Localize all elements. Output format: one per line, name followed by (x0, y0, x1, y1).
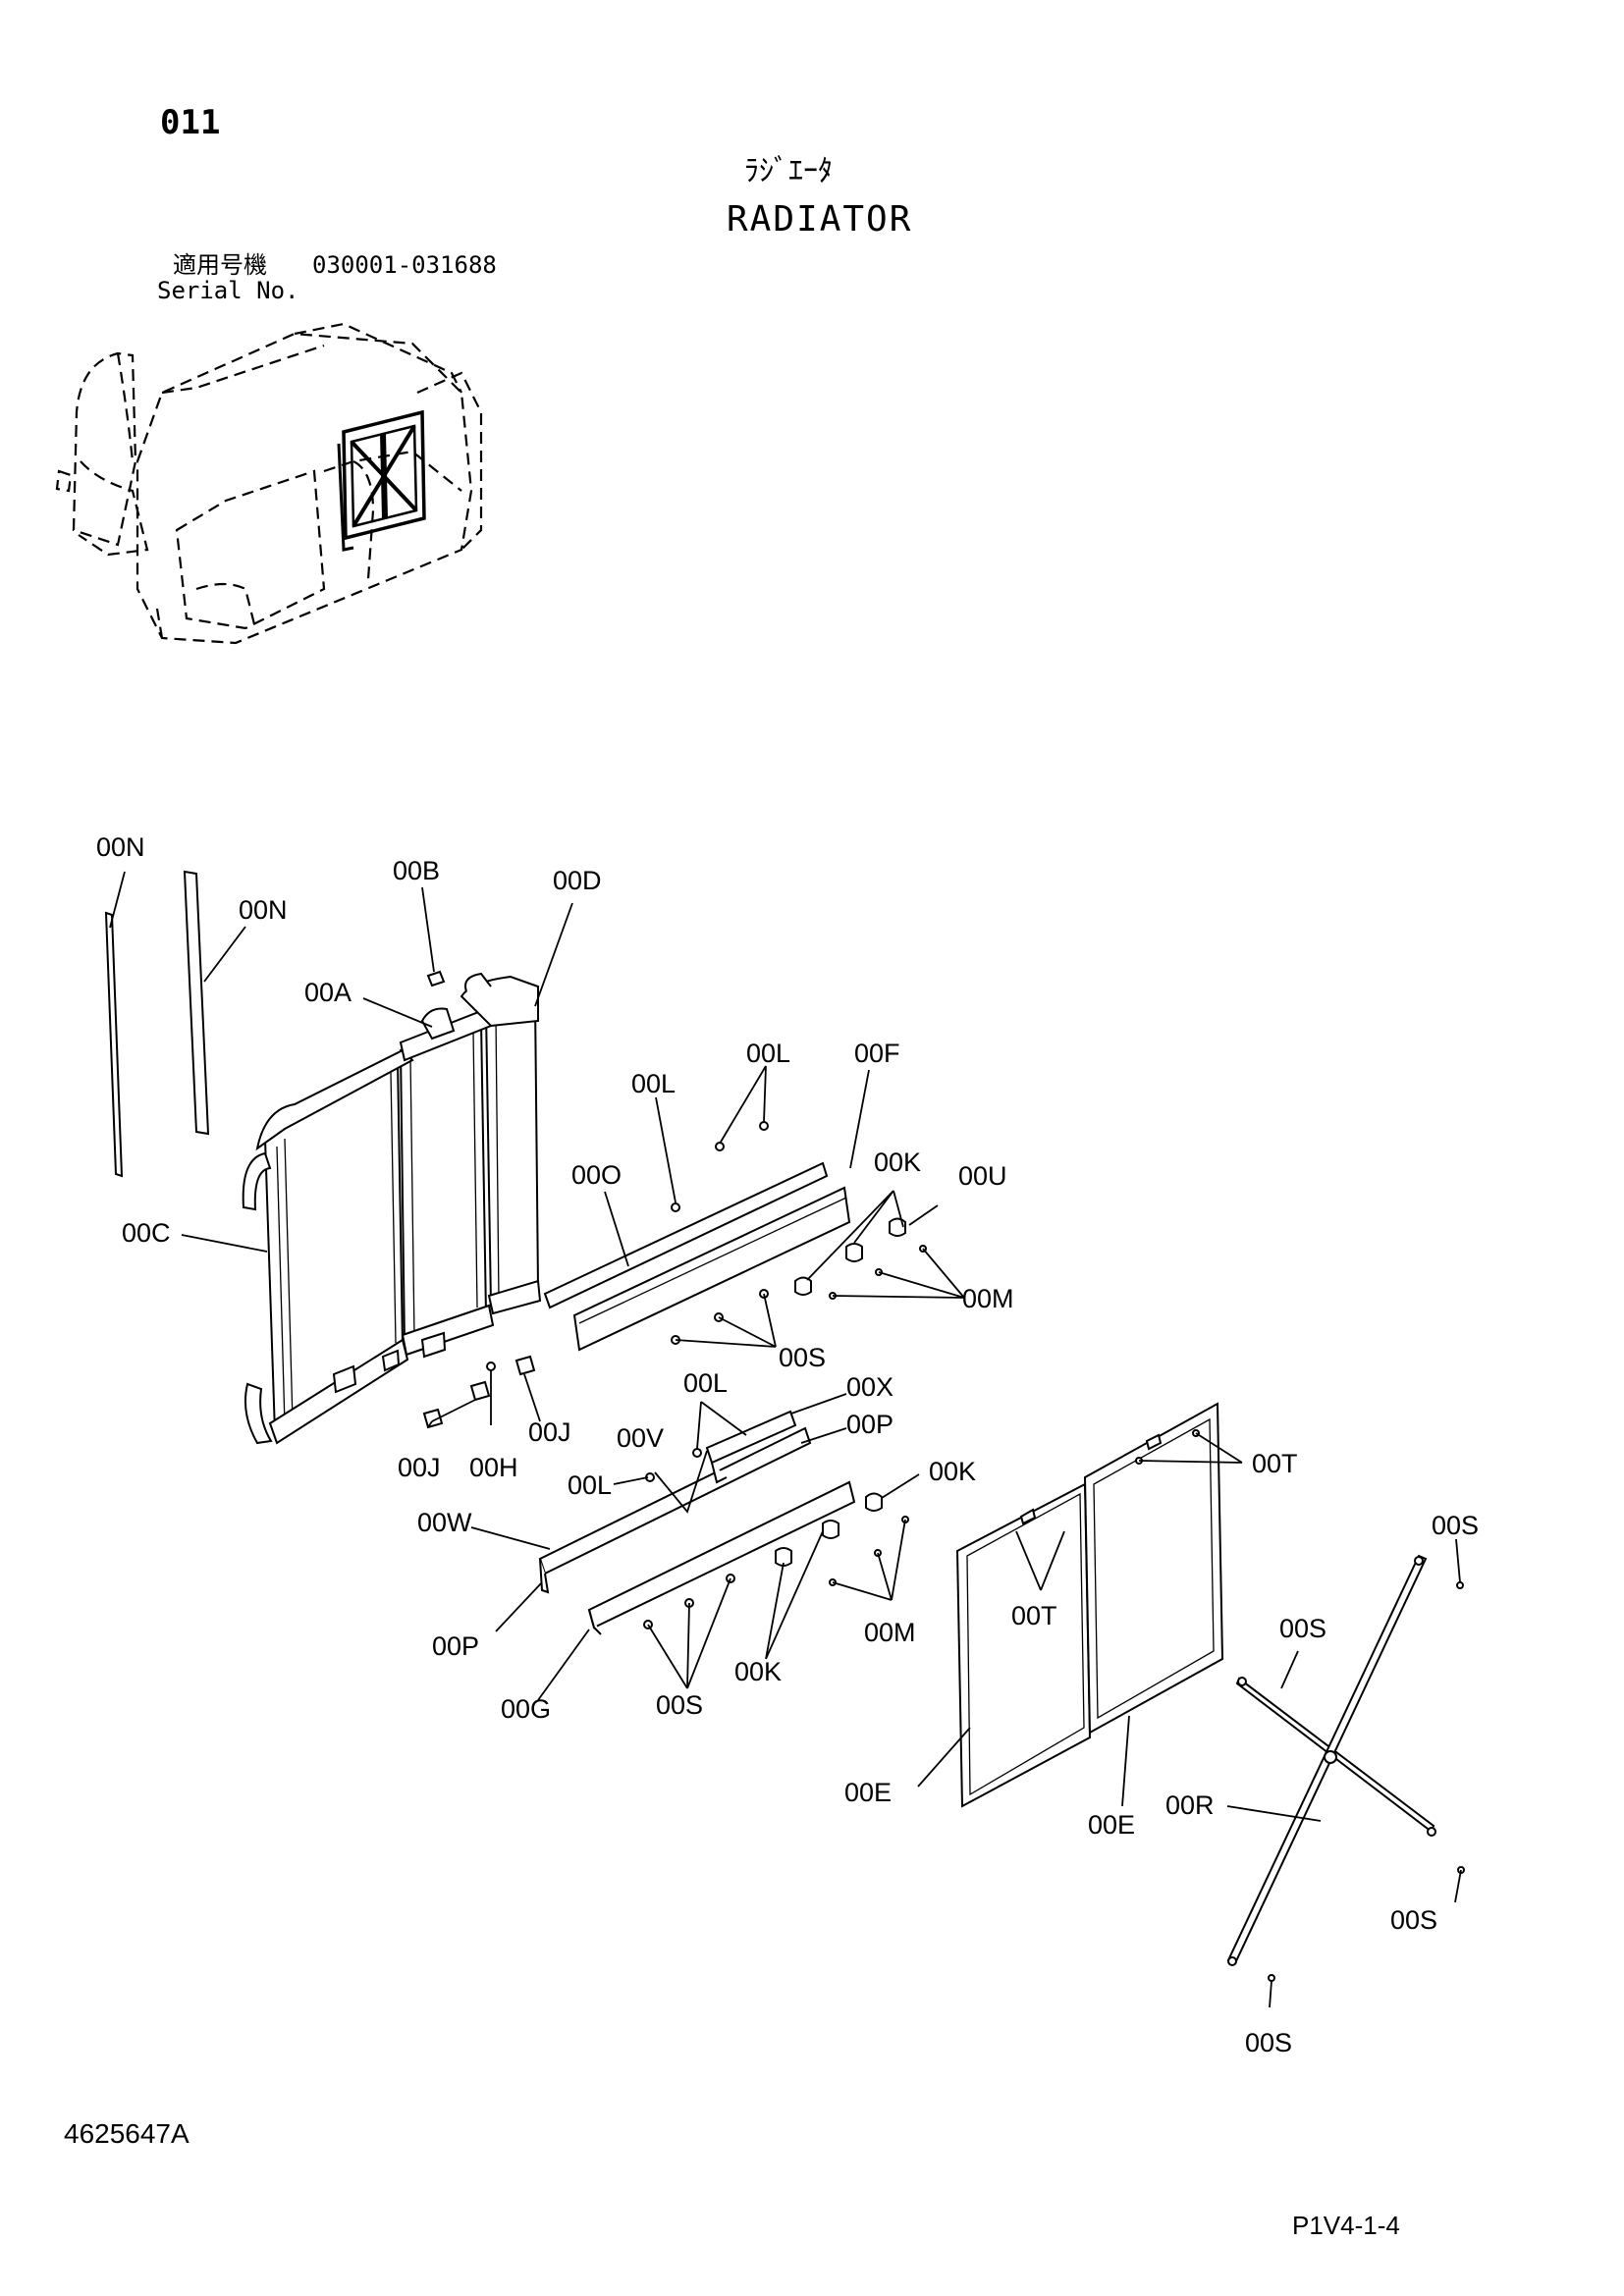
callout-00U: 00U (958, 1161, 1007, 1191)
callout-00P-1: 00P (846, 1410, 893, 1439)
page-number: 011 (160, 103, 221, 142)
callout-00K-3: 00K (734, 1657, 782, 1686)
callout-00E-2: 00E (1088, 1810, 1135, 1840)
callout-00S-3: 00S (1432, 1511, 1479, 1540)
callout-00C: 00C (122, 1218, 171, 1248)
serial-label-japanese: 適用号機 (173, 251, 267, 279)
callout-00T-1: 00T (1252, 1449, 1298, 1478)
callout-00N-left: 00N (96, 832, 145, 862)
machine-location-thumbnail (55, 322, 483, 645)
callout-00S-5: 00S (1390, 1905, 1437, 1935)
seal-strip-right (183, 870, 210, 1136)
mount-nuts (422, 1355, 536, 1429)
callout-00J-1: 00J (398, 1453, 441, 1482)
callout-00E-1: 00E (844, 1778, 892, 1807)
callout-00V: 00V (617, 1423, 664, 1453)
callout-00O: 00O (571, 1160, 622, 1190)
callout-00L-1: 00L (631, 1069, 676, 1098)
callout-00P-2: 00P (432, 1631, 479, 1661)
callout-00L-3: 00L (683, 1368, 728, 1398)
callout-00L-2: 00L (746, 1039, 790, 1068)
upper-bracket-group (543, 1121, 927, 1352)
screen-frame-right (1083, 1402, 1224, 1735)
callout-00D: 00D (553, 866, 602, 895)
seal-strip-left (104, 911, 124, 1178)
callout-00G: 00G (501, 1694, 551, 1724)
serial-label: Serial No. (157, 277, 299, 304)
callout-00F: 00F (854, 1039, 900, 1068)
callout-00K-1: 00K (874, 1148, 921, 1177)
page-reference: P1V4-1-4 (1292, 2211, 1400, 2240)
callout-00A: 00A (304, 978, 352, 1007)
radiator-location-highlight (337, 409, 426, 552)
radiator-core-assembly (242, 972, 542, 1445)
callout-00S-2: 00S (656, 1690, 703, 1720)
callout-labels: 00N 00N 00B 00D 00A 00C 00L 00L 00F 00O … (96, 832, 1479, 2057)
callout-00M-2: 00M (864, 1618, 916, 1647)
callout-00N-right: 00N (239, 895, 288, 925)
callout-00T-2: 00T (1011, 1601, 1057, 1630)
callout-00S-6: 00S (1245, 2028, 1292, 2057)
callout-00B: 00B (393, 856, 440, 885)
callout-00K-2: 00K (929, 1457, 976, 1486)
callout-00H: 00H (469, 1453, 518, 1482)
lower-bracket-group (538, 1410, 909, 1635)
serial-range: 030001-031688 (312, 251, 497, 279)
stay-cross (1226, 1554, 1465, 1982)
callout-00X: 00X (846, 1372, 893, 1402)
filler-cap (426, 970, 446, 988)
callout-00J-2: 00J (528, 1417, 571, 1447)
title-japanese: ﾗｼﾞｴｰﾀ (744, 154, 833, 188)
callout-00S-4: 00S (1279, 1614, 1326, 1643)
callout-00M-1: 00M (962, 1284, 1014, 1313)
callout-00W: 00W (417, 1508, 472, 1537)
callout-00L-4: 00L (568, 1470, 612, 1500)
screen-frame-left (955, 1482, 1092, 1808)
drawing-number: 4625647A (64, 2118, 189, 2149)
page-title: RADIATOR (727, 199, 913, 240)
callout-00S-1: 00S (779, 1343, 826, 1372)
leader-lines (109, 871, 1462, 2008)
callout-00R: 00R (1165, 1790, 1215, 1820)
